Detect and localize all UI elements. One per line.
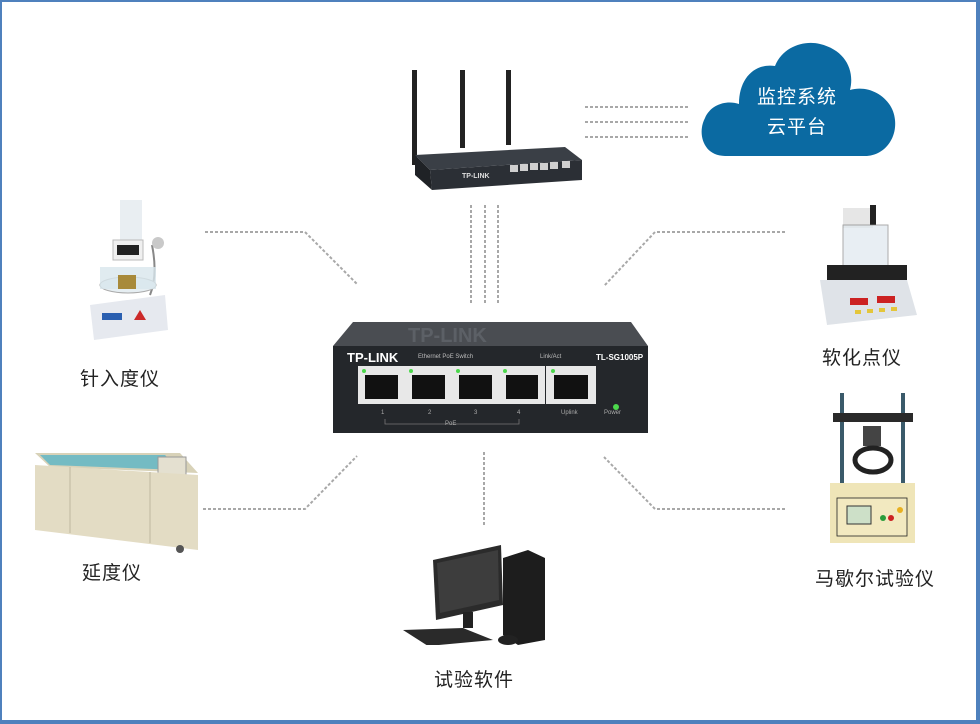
port-1 bbox=[358, 366, 405, 404]
power-label: Power bbox=[604, 410, 622, 416]
softening-point-image[interactable] bbox=[815, 200, 920, 330]
penetrometer-image[interactable] bbox=[80, 195, 175, 345]
port-label-4: 4 bbox=[517, 410, 521, 416]
cloud-label-line1: 监控系统 bbox=[756, 86, 837, 108]
softening-point-label: 软化点仪 bbox=[822, 347, 903, 369]
port-label-1: 1 bbox=[381, 410, 385, 416]
line-penetrometer bbox=[205, 231, 359, 286]
line-ductilometer bbox=[203, 455, 358, 510]
switch-subtitle: Ethernet PoE Switch bbox=[418, 354, 474, 360]
switch-top-logo: TP-LINK bbox=[408, 325, 487, 347]
switch-ports bbox=[358, 366, 619, 425]
port-3 bbox=[452, 366, 499, 404]
test-software-label: 试验软件 bbox=[434, 669, 515, 691]
penetrometer-label: 针入度仪 bbox=[80, 368, 161, 390]
line-softening-point bbox=[603, 231, 785, 287]
test-computer-image[interactable] bbox=[403, 540, 553, 645]
port-label-3: 3 bbox=[474, 410, 478, 416]
marshall-tester-label: 马歇尔试验仪 bbox=[815, 568, 936, 590]
antenna-icon bbox=[412, 70, 511, 165]
marshall-tester-image[interactable] bbox=[825, 388, 920, 548]
switch-model: TL-SG1005P bbox=[596, 353, 644, 362]
poe-switch[interactable]: TP-LINK TP-LINK Ethernet PoE Switch Link… bbox=[333, 318, 648, 433]
power-led bbox=[613, 404, 619, 410]
router-brand: TP-LINK bbox=[462, 173, 490, 180]
cloud-icon bbox=[701, 42, 896, 157]
ductilometer-label: 延度仪 bbox=[82, 562, 143, 584]
port-2 bbox=[405, 366, 452, 404]
link-act-label: Link/Act bbox=[540, 354, 562, 360]
ductilometer-image[interactable] bbox=[30, 445, 202, 555]
switch-brand: TP-LINK bbox=[347, 350, 399, 365]
port-uplink bbox=[546, 366, 596, 404]
uplink-label: Uplink bbox=[561, 410, 578, 416]
port-label-2: 2 bbox=[428, 410, 432, 416]
router-image[interactable]: TP-LINK bbox=[400, 65, 585, 195]
line-marshall bbox=[603, 456, 785, 510]
poe-label: PoE bbox=[445, 421, 457, 427]
port-4 bbox=[499, 366, 545, 404]
cloud-label-line2: 云平台 bbox=[766, 116, 827, 138]
